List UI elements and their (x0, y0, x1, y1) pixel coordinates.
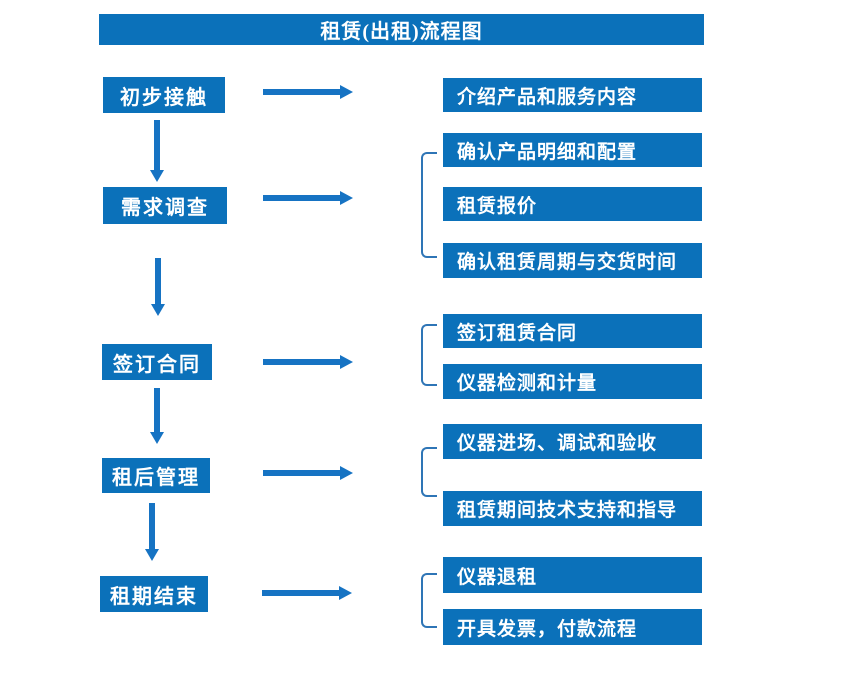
arrow-down-icon (150, 120, 164, 182)
arrow-head (340, 355, 353, 369)
arrow-right-icon (263, 85, 353, 99)
stage-label: 初步接触 (120, 86, 208, 109)
flow-item-box: 仪器检测和计量 (443, 364, 702, 399)
flow-item-label: 租赁报价 (457, 195, 538, 217)
arrow-shaft (263, 359, 341, 365)
flow-item-label: 确认产品明细和配置 (457, 141, 638, 163)
stage-box-rental-end: 租期结束 (100, 576, 208, 612)
arrow-head (151, 304, 165, 316)
arrow-shaft (149, 503, 155, 549)
stage-box-post-rental-management: 租后管理 (102, 458, 210, 493)
flowchart-title-bar: 租赁(出租)流程图 (99, 14, 704, 45)
arrow-shaft (263, 195, 341, 201)
arrow-shaft (263, 470, 341, 476)
arrow-down-icon (150, 388, 164, 444)
bracket-connector (421, 447, 437, 497)
arrow-down-icon (145, 503, 159, 561)
arrow-head (145, 549, 159, 561)
arrow-right-icon (263, 355, 353, 369)
bracket-connector (421, 573, 437, 628)
arrow-down-icon (151, 258, 165, 316)
flow-item-label: 租赁期间技术支持和指导 (457, 500, 678, 521)
flow-item-label: 仪器退租 (457, 566, 538, 588)
flow-item-box: 确认产品明细和配置 (443, 133, 702, 167)
arrow-head (340, 466, 353, 480)
bracket-connector (421, 152, 437, 258)
flow-item-box: 租赁报价 (443, 187, 702, 221)
arrow-shaft (155, 258, 161, 304)
arrow-head (339, 586, 352, 600)
flow-item-label: 开具发票，付款流程 (457, 618, 638, 640)
arrow-shaft (154, 120, 160, 170)
flow-item-box: 仪器退租 (443, 557, 702, 593)
stage-box-initial-contact: 初步接触 (103, 77, 225, 113)
flowchart-title: 租赁(出租)流程图 (320, 21, 483, 43)
arrow-head (150, 432, 164, 444)
stage-label: 需求调查 (121, 197, 209, 219)
flow-item-box: 介绍产品和服务内容 (443, 78, 702, 112)
arrow-shaft (262, 590, 340, 596)
arrow-head (150, 170, 164, 182)
stage-label: 签订合同 (113, 353, 201, 376)
arrow-shaft (154, 388, 160, 432)
flow-item-label: 介绍产品和服务内容 (457, 86, 638, 108)
arrow-right-icon (262, 586, 352, 600)
arrow-shaft (263, 89, 341, 95)
bracket-connector (421, 324, 437, 386)
arrow-right-icon (263, 191, 353, 205)
stage-label: 租后管理 (112, 467, 200, 489)
flow-item-label: 仪器进场、调试和验收 (457, 433, 658, 454)
stage-box-sign-contract: 签订合同 (102, 344, 212, 380)
flow-item-label: 确认租赁周期与交货时间 (457, 252, 678, 273)
flow-item-label: 仪器检测和计量 (457, 373, 598, 394)
arrow-right-icon (263, 466, 353, 480)
arrow-head (340, 191, 353, 205)
stage-box-demand-survey: 需求调查 (103, 187, 227, 224)
flow-item-box: 签订租赁合同 (443, 314, 702, 348)
flow-item-box: 仪器进场、调试和验收 (443, 424, 702, 459)
stage-label: 租期结束 (110, 585, 198, 608)
flow-item-box: 确认租赁周期与交货时间 (443, 243, 702, 278)
arrow-head (340, 85, 353, 99)
flow-item-box: 开具发票，付款流程 (443, 609, 702, 645)
flow-item-label: 签订租赁合同 (457, 322, 578, 344)
flow-item-box: 租赁期间技术支持和指导 (443, 491, 702, 526)
